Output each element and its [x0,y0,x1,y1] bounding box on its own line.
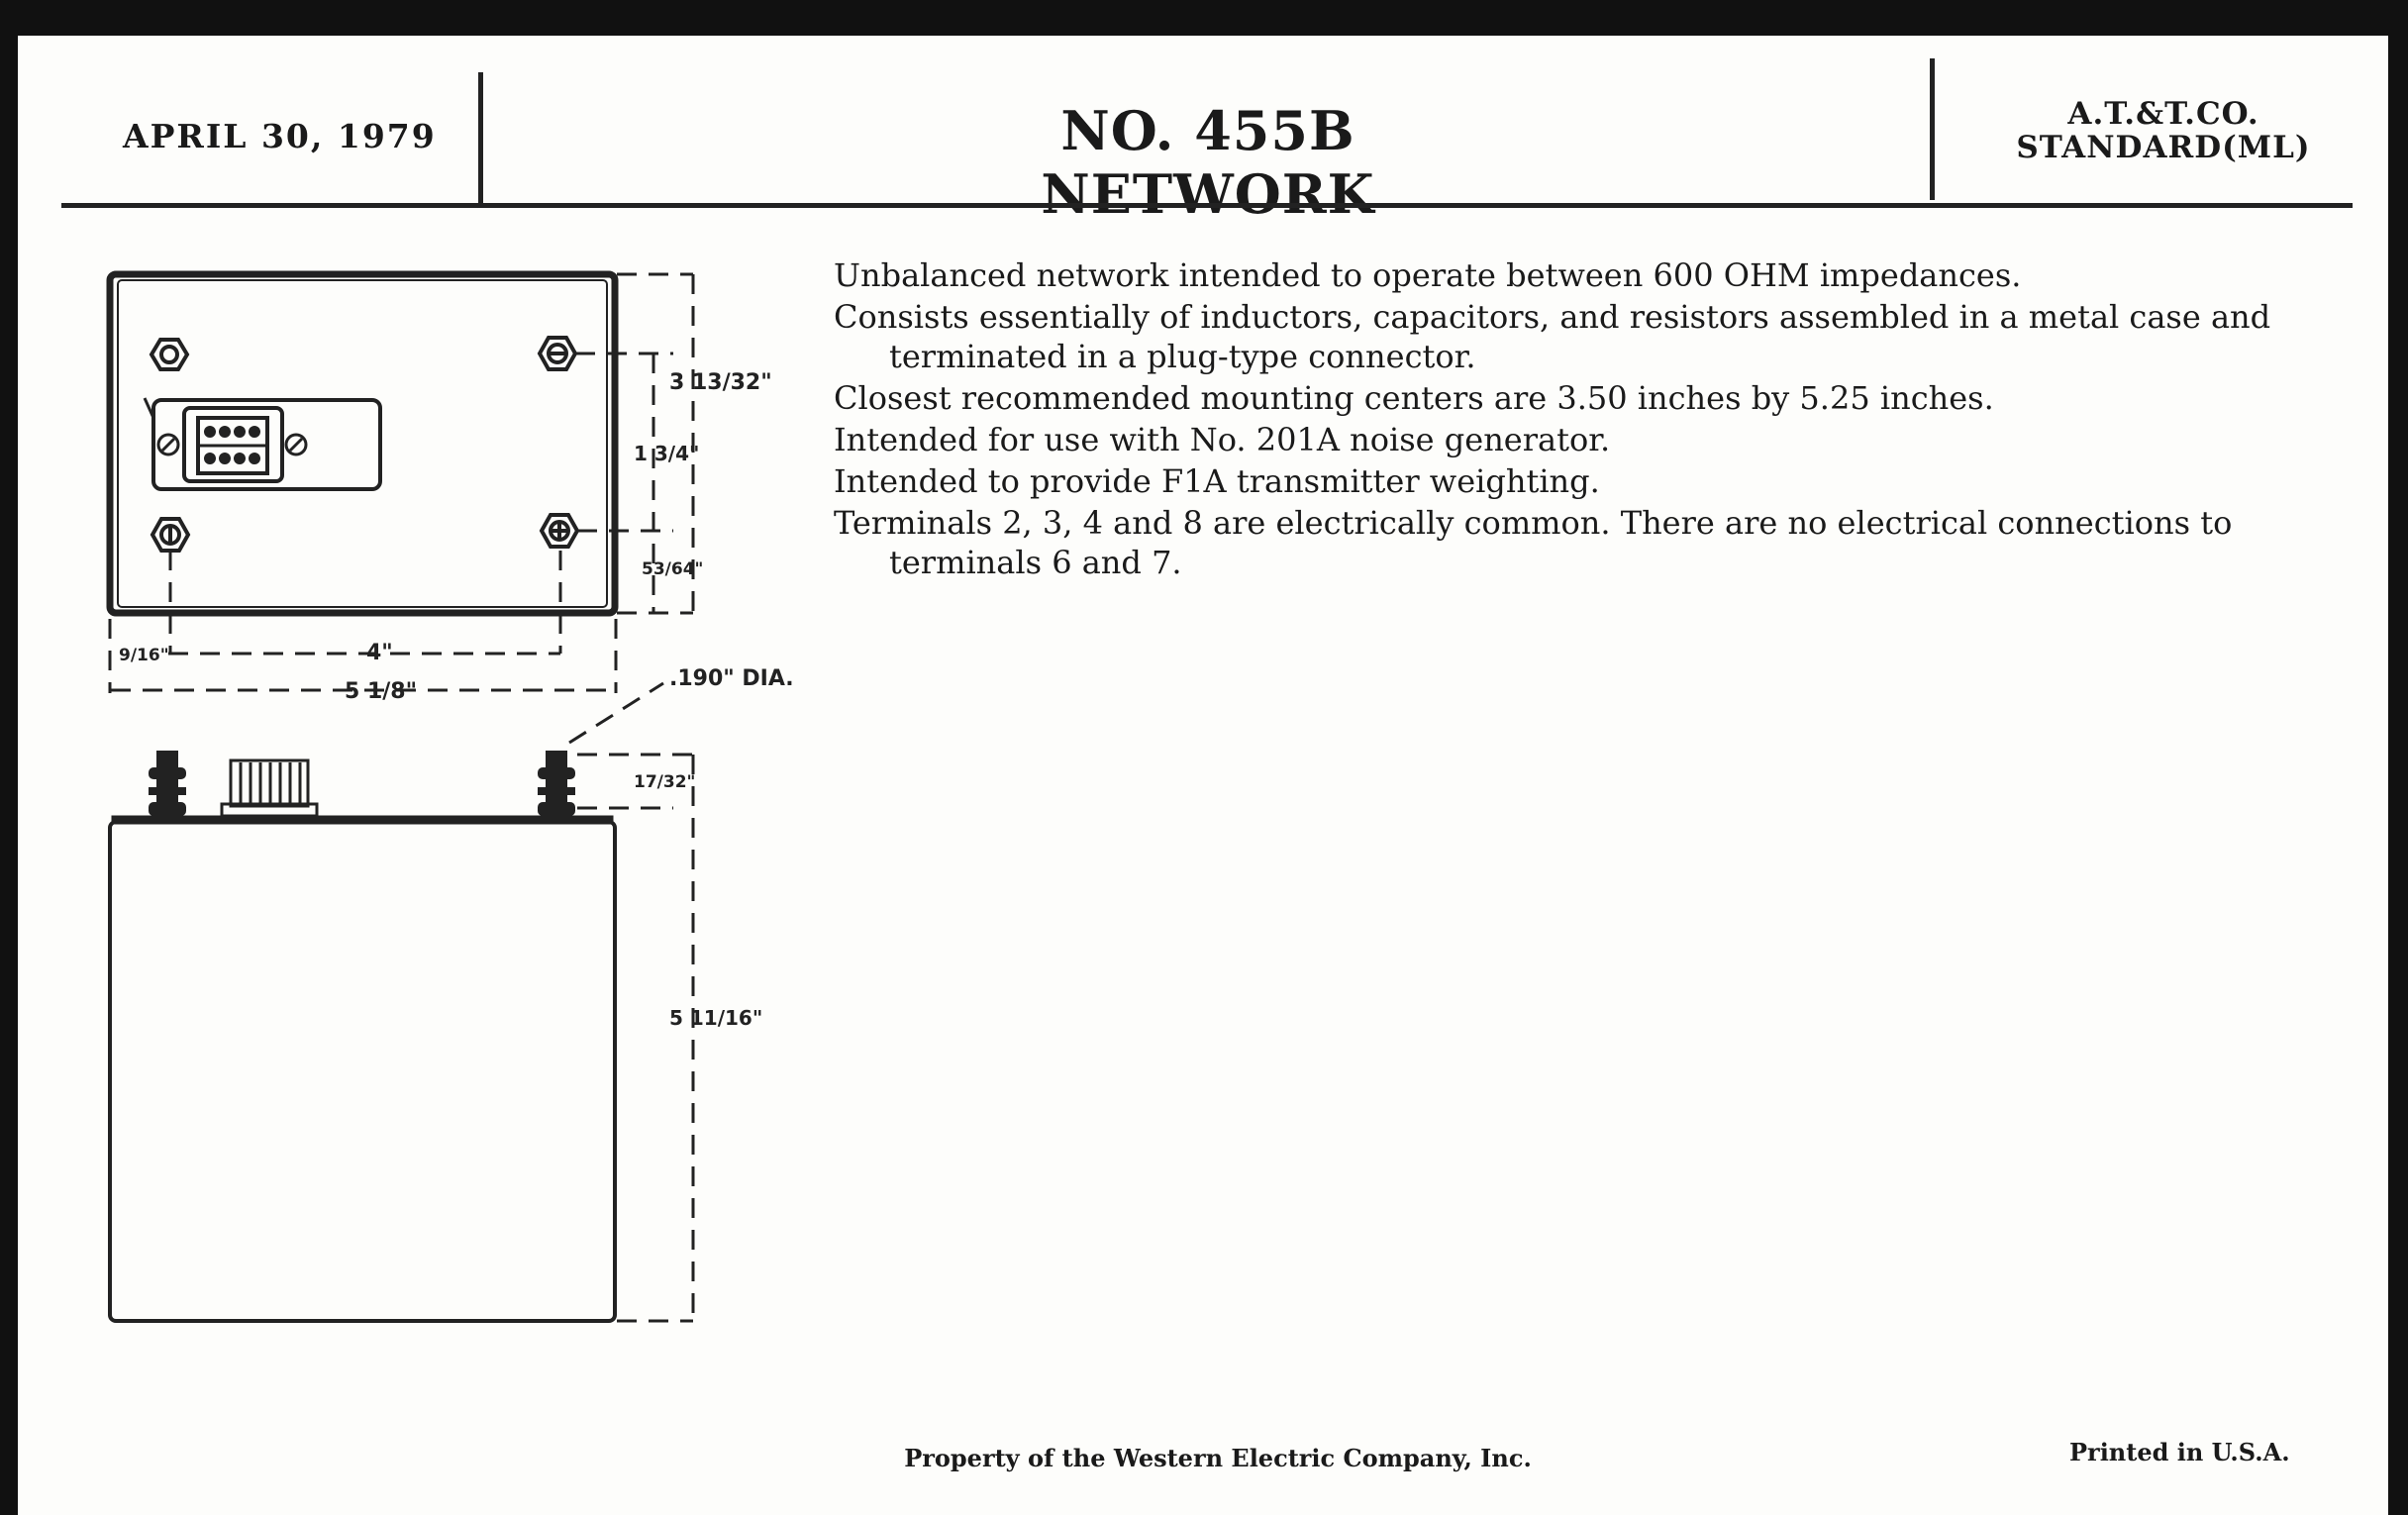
spec-sheet [18,36,2388,1515]
page-title: NO. 455B NETWORK [1041,99,1375,226]
dim-mount-vertical: 1 3/4" [634,442,699,465]
description-line: Terminals 2, 3, 4 and 8 are electrically… [834,504,2233,581]
dim-width: 5 1/8" [345,679,417,704]
description-line: Intended for use with No. 201A noise gen… [834,421,1611,458]
dim-terminal-height: 17/32" [634,772,695,792]
description: Unbalanced network intended to operate b… [834,255,2319,582]
header-divider [478,72,483,207]
connector-icon [143,397,382,491]
standard-line-2: STANDARD(ML) [2016,130,2311,165]
printed-notice: Printed in U.S.A. [2069,1438,2290,1466]
dim-height-top: 3 13/32" [669,370,772,395]
description-line: Unbalanced network intended to operate b… [834,256,2022,294]
issue-date: APRIL 30, 1979 [123,117,437,155]
header-divider [1930,58,1935,200]
standard-label: A.T.&T.CO. STANDARD(ML) [1990,97,2337,164]
dim-bottom-offset: 53/64" [642,559,703,579]
connector-side-icon [220,758,319,818]
dim-mount-horizontal: 4" [366,641,393,665]
terminal-icon [149,751,575,820]
description-line: Consists essentially of inductors, capac… [834,298,2271,375]
mounting-nut-icon [149,336,580,553]
dim-terminal-dia: .190" DIA. [669,666,792,691]
property-notice: Property of the Western Electric Company… [904,1444,1532,1472]
case-top-view [106,270,619,617]
dim-left-offset: 9/16" [119,646,169,665]
dimension-drawing: 3 13/32" 1 3/4" 53/64" 9/16" 4" 5 1/8" .… [106,270,792,1323]
standard-line-1: A.T.&T.CO. [2067,96,2259,132]
case-side-view [108,820,617,1323]
description-line: Closest recommended mounting centers are… [834,379,1994,417]
dim-case-height: 5 11/16" [669,1006,762,1030]
header-rule [61,203,2353,208]
description-line: Intended to provide F1A transmitter weig… [834,462,1600,500]
